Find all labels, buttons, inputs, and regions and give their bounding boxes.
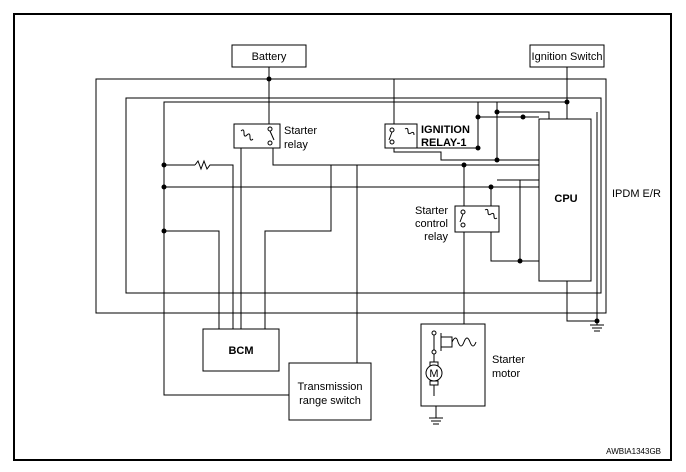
ipdm-outer-border — [95, 78, 607, 314]
starter-motor: M Starter motor — [420, 323, 525, 407]
battery: Battery — [231, 44, 307, 68]
cpu-box — [538, 118, 592, 282]
starter-motor-label-1: Starter — [492, 354, 525, 366]
starter-control-relay-box — [454, 205, 500, 233]
figure-code: AWBIA1343GB — [606, 447, 661, 456]
ignition-switch-label: Ignition Switch — [532, 51, 603, 63]
ignition-relay-coil-icon — [404, 127, 415, 136]
starter-relay-box — [233, 123, 281, 149]
starter-relay: Starter relay — [233, 123, 317, 151]
starter-relay-label-2: relay — [284, 139, 308, 151]
ground-icon — [429, 417, 443, 425]
ipdm-er-label: IPDM E/R — [612, 188, 661, 200]
bcm-label: BCM — [228, 345, 253, 357]
starter-relay-contact-icon — [269, 130, 275, 141]
transmission-range-switch-label-1: Transmission — [298, 381, 363, 393]
ground-starter-motor — [429, 406, 443, 425]
starter-relay-coil-icon — [240, 129, 254, 141]
starter-control-label-1: Starter — [415, 205, 448, 217]
ignition-relay-contact-icon — [388, 131, 393, 141]
motor-symbol-label: M — [429, 368, 438, 380]
ignition-relay-1: IGNITION RELAY-1 — [384, 123, 470, 149]
starter-control-coil-icon — [484, 208, 498, 220]
cpu: CPU — [538, 118, 592, 282]
ignition-relay-label-1: IGNITION — [421, 124, 470, 136]
ignition-switch: Ignition Switch — [529, 44, 605, 68]
starter-relay-label-1: Starter — [284, 125, 317, 137]
starter-control-label-2: control — [415, 218, 448, 230]
bcm: BCM — [202, 328, 280, 372]
ipdm-er-housing: IPDM E/R — [95, 78, 661, 314]
starter-control-contact-icon — [459, 213, 464, 223]
starter-control-label-3: relay — [424, 231, 448, 243]
ignition-relay-box — [384, 123, 418, 149]
ignition-relay-label-2: RELAY-1 — [421, 137, 466, 149]
starter-solenoid-coil-icon — [451, 337, 477, 347]
ground-icon — [590, 324, 604, 332]
ground-cpu — [590, 324, 604, 332]
figure-frame — [13, 13, 672, 461]
starter-motor-label-2: motor — [492, 368, 520, 380]
transmission-range-switch-label-2: range switch — [299, 395, 361, 407]
ipdm-inner-border — [125, 97, 602, 294]
battery-label: Battery — [252, 51, 287, 63]
cpu-label: CPU — [554, 193, 577, 205]
transmission-range-switch: Transmission range switch — [288, 362, 372, 421]
bcm-box — [202, 328, 280, 372]
transmission-range-switch-box — [288, 362, 372, 421]
starter-control-relay: Starter control relay — [415, 205, 500, 243]
